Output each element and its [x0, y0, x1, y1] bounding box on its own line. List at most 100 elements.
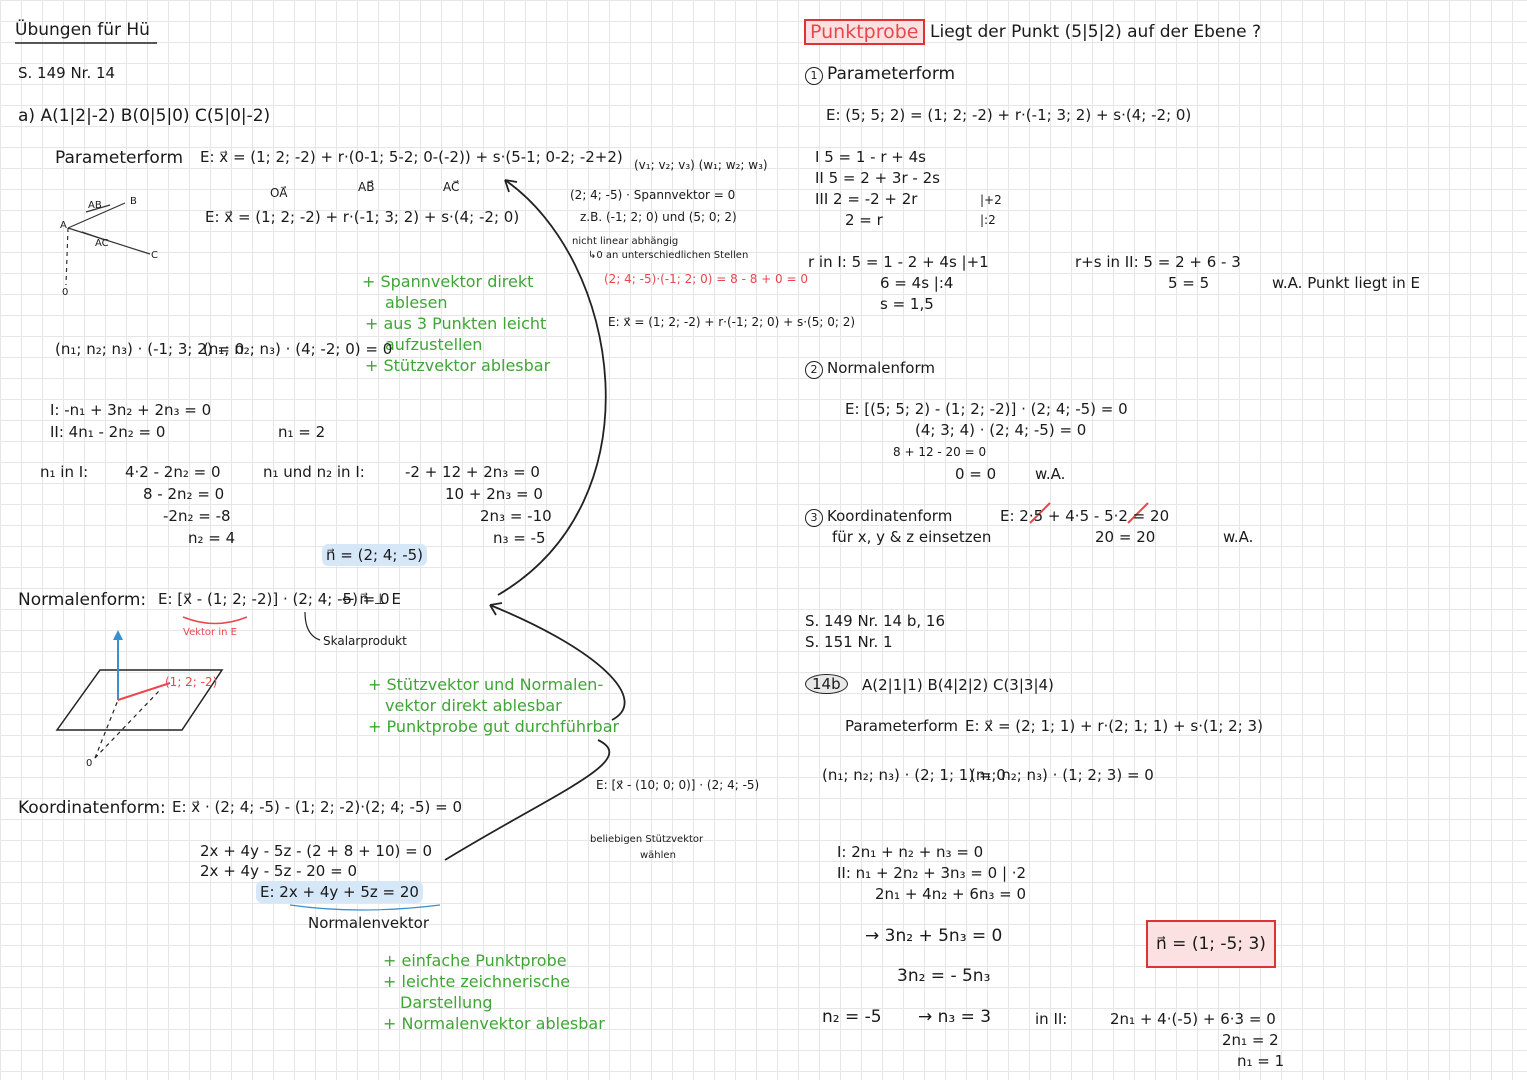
- s3-line-2: 20 = 20: [1095, 528, 1156, 546]
- s1-rs-2: 5 = 5: [1168, 274, 1210, 292]
- vector-sketch: [65, 202, 151, 286]
- page-title: Übungen für Hü: [15, 20, 150, 40]
- coordform-line-1: 2x + 4y - 5z - (2 + 8 + 10) = 0: [200, 842, 432, 860]
- s1-equation: E: (5; 5; 2) = (1; 2; -2) + r·(-1; 3; 2)…: [826, 106, 1192, 124]
- green-note-2-line-2: vektor direkt ablesbar: [385, 696, 562, 715]
- label-ab: AB⃗: [358, 180, 375, 194]
- coordform-final: E: 2x + 4y + 5z = 20: [256, 881, 423, 903]
- s1-line-1: I 5 = 1 - r + 4s: [815, 148, 926, 166]
- task-b-n2: n₂ = -5: [822, 1007, 882, 1027]
- skalarprodukt-note: Skalarprodukt: [323, 634, 407, 648]
- mid-note-2: z.B. (-1; 2; 0) und (5; 0; 2): [580, 210, 737, 224]
- label-oa: OA⃗: [270, 186, 288, 200]
- green-note-1-line-3: + aus 3 Punkten leicht: [365, 314, 547, 333]
- mid-note-1: (2; 4; -5) · Spannvektor = 0: [570, 188, 736, 202]
- plane-sketch: [55, 630, 224, 759]
- normalform-label: Normalenform:: [18, 590, 147, 610]
- section-3-number: 3: [805, 509, 823, 527]
- task-b-eq-i: I: 2n₁ + n₂ + n₃ = 0: [837, 843, 984, 861]
- param-equation-1: E: x⃗ = (1; 2; -2) + r·(0-1; 5-2; 0-(-2)…: [200, 148, 623, 166]
- param-equation-2: E: x⃗ = (1; 2; -2) + r·(-1; 3; 2) + s·(4…: [205, 208, 520, 226]
- homework-ref-1: S. 149 Nr. 14 b, 16: [805, 612, 946, 630]
- green-note-1-line-1: + Spannvektor direkt: [362, 272, 534, 291]
- green-note-3-line-4: + Normalenvektor ablesbar: [383, 1014, 605, 1033]
- normalenvektor-label: Normalenvektor: [308, 914, 430, 932]
- green-note-3-line-3: Darstellung: [400, 993, 493, 1012]
- s2-line-1: E: [(5; 5; 2) - (1; 2; -2)] · (2; 4; -5)…: [845, 400, 1128, 418]
- task-b-in-ii: in II:: [1035, 1010, 1068, 1028]
- task-b-dot-1: (n₁; n₂; n₃) · (2; 1; 1) = 0: [822, 766, 1006, 784]
- green-note-3-line-2: + leichte zeichnerische: [383, 972, 571, 991]
- task-b-heading: 14b: [805, 674, 848, 694]
- points-a: a) A(1|2|-2) B(0|5|0) C(5|0|-2): [18, 106, 271, 126]
- sub2-label: n₁ und n₂ in I:: [263, 463, 365, 481]
- s1-rin-1: r in I: 5 = 1 - 2 + 4s |+1: [808, 253, 989, 271]
- s1-line-3: III 2 = -2 + 2r: [815, 190, 918, 208]
- sub2-line-3: 2n₃ = -10: [480, 507, 552, 525]
- sub2-line-4: n₃ = -5: [493, 529, 546, 547]
- mid-note-7: E: [x⃗ - (10; 0; 0)] · (2; 4; -5): [596, 778, 760, 792]
- sketch-label-b: B: [130, 196, 137, 207]
- green-note-1-line-2: ablesen: [385, 293, 448, 312]
- vektor-in-e-note: Vektor in E: [183, 627, 237, 638]
- task-b-line-2: 3n₂ = - 5n₃: [897, 966, 991, 986]
- sketch-label-origin: 0: [62, 287, 69, 298]
- task-b-sub-3: n₁ = 1: [1237, 1052, 1285, 1070]
- mid-note-vectors: (v₁; v₂; v₃) (w₁; w₂; w₃): [634, 158, 768, 172]
- s1-op-2: |:2: [980, 213, 996, 227]
- s1-op-1: |+2: [980, 193, 1002, 207]
- sketch-label-ab: AB: [88, 200, 102, 211]
- task-b-normal-result: n⃗ = (1; -5; 3): [1146, 920, 1276, 968]
- homework-ref-2: S. 151 Nr. 1: [805, 633, 893, 651]
- label-ac: AC⃗: [443, 180, 460, 194]
- equation-ii: II: 4n₁ - 2n₂ = 0: [50, 423, 166, 441]
- plane-origin: 0: [86, 758, 93, 769]
- plane-support-vector: (1; 2; -2): [165, 675, 218, 689]
- dot-product-2: (n₁; n₂; n₃) · (4; -2; 0) = 0: [203, 340, 393, 358]
- sub2-line-1: -2 + 12 + 2n₃ = 0: [405, 463, 540, 481]
- mid-note-6: E: x⃗ = (1; 2; -2) + r·(-1; 2; 0) + s·(5…: [608, 315, 856, 329]
- normalform-equation: E: [x⃗ - (1; 2; -2)] · (2; 4; -5) = 0: [158, 590, 390, 608]
- task-b-dot-2: (n₁; n₂; n₃) · (1; 2; 3) = 0: [970, 766, 1154, 784]
- task-b-sub-2: 2n₁ = 2: [1222, 1031, 1279, 1049]
- section-2-number: 2: [805, 361, 823, 379]
- section-1-number: 1: [805, 67, 823, 85]
- task-reference: S. 149 Nr. 14: [18, 64, 116, 82]
- s3-wa: w.A.: [1223, 528, 1254, 546]
- sketch-label-a: A: [60, 220, 67, 231]
- task-b-arrow-line: → 3n₂ + 5n₃ = 0: [865, 926, 1003, 946]
- mid-note-4: ↳0 an unterschiedlichen Stellen: [588, 250, 749, 261]
- dot-product-1: (n₁; n₂; n₃) · (-1; 3; 2) = 0: [55, 340, 245, 358]
- section-2-title: Normalenform: [827, 359, 935, 377]
- section-3-title: Koordinatenform: [827, 507, 953, 525]
- coordform-label: Koordinatenform:: [18, 798, 166, 818]
- sketch-label-ac: AC: [95, 238, 109, 249]
- s1-rs-1: r+s in II: 5 = 2 + 6 - 3: [1075, 253, 1241, 271]
- sub1-line-1: 4·2 - 2n₂ = 0: [125, 463, 221, 481]
- mid-note-8-line-2: wählen: [640, 850, 676, 861]
- normal-vector-result: n⃗ = (2; 4; -5): [322, 544, 428, 566]
- s1-result: w.A. Punkt liegt in E: [1272, 274, 1420, 292]
- sketch-label-c: C: [151, 250, 158, 261]
- s2-wa: w.A.: [1035, 465, 1066, 483]
- s3-subtitle: für x, y & z einsetzen: [832, 528, 992, 546]
- punktprobe-question: Liegt der Punkt (5|5|2) auf der Ebene ?: [930, 22, 1262, 42]
- punktprobe-title: Punktprobe: [804, 19, 925, 45]
- param-label: Parameterform: [55, 148, 184, 168]
- coordform-line-2: 2x + 4y - 5z - 20 = 0: [200, 862, 357, 880]
- section-1-title: Parameterform: [827, 64, 956, 84]
- mid-note-3: nicht linear abhängig: [572, 236, 679, 247]
- n1-choice: n₁ = 2: [278, 423, 326, 441]
- s2-line-3: 8 + 12 - 20 = 0: [893, 445, 987, 459]
- s2-line-2: (4; 3; 4) · (2; 4; -5) = 0: [915, 421, 1087, 439]
- task-b-points: A(2|1|1) B(4|2|2) C(3|3|4): [862, 676, 1054, 694]
- sub1-line-4: n₂ = 4: [188, 529, 236, 547]
- equation-i: I: -n₁ + 3n₂ + 2n₃ = 0: [50, 401, 212, 419]
- green-note-1-line-4: aufzustellen: [385, 335, 483, 354]
- green-note-2-line-1: + Stützvektor und Normalen-: [368, 675, 604, 694]
- green-note-2-line-3: + Punktprobe gut durchführbar: [368, 717, 620, 736]
